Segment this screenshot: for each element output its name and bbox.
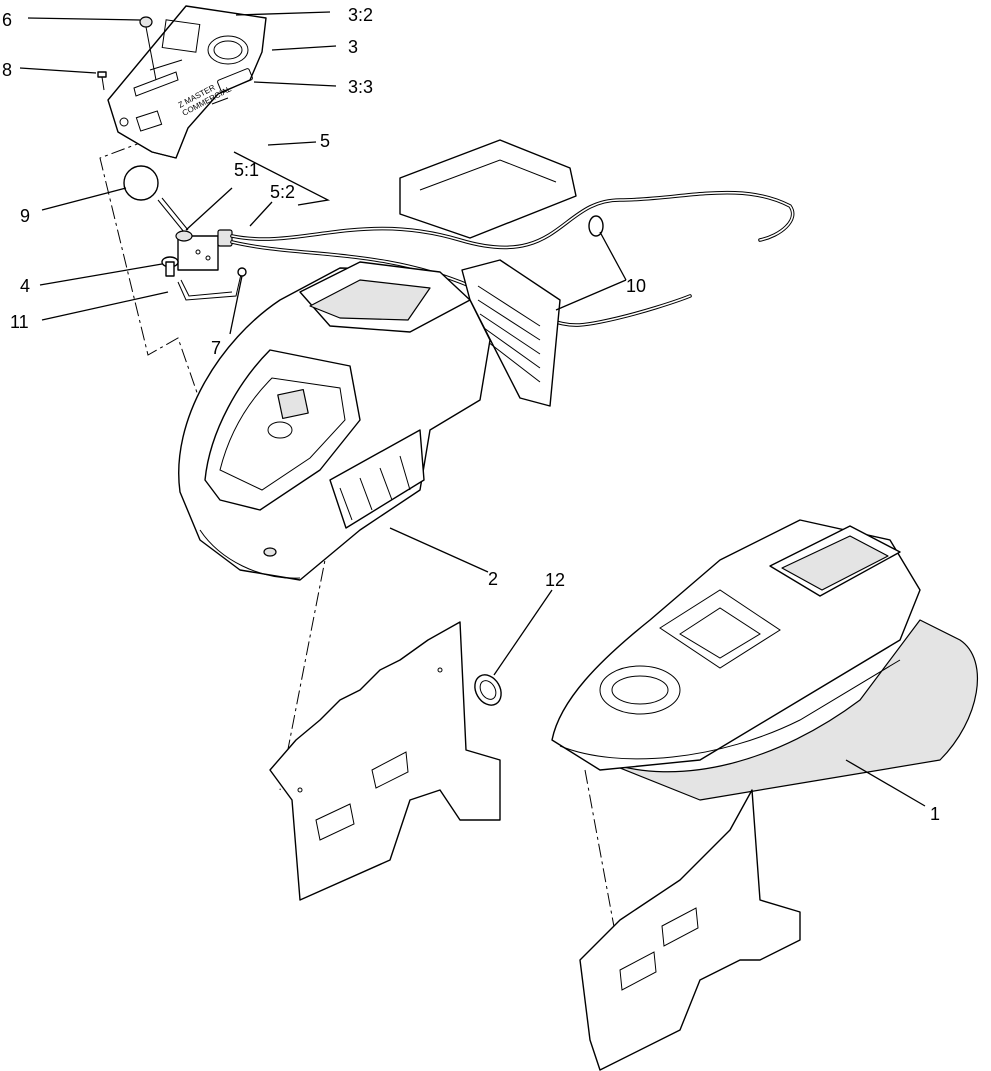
left-splash-panel xyxy=(269,621,501,901)
callout-1: 1 xyxy=(930,804,940,824)
callout-10: 10 xyxy=(626,276,646,296)
leader-lines xyxy=(19,11,926,807)
screw-8 xyxy=(97,71,107,91)
right-console-1 xyxy=(551,519,979,801)
callout-6: 6 xyxy=(2,10,12,30)
left-console-2 xyxy=(178,261,491,581)
callout-5-1: 5:1 xyxy=(234,160,259,180)
grommet-12 xyxy=(474,674,502,706)
callout-5: 5 xyxy=(320,131,330,151)
switch-bracket xyxy=(161,229,247,301)
callout-8: 8 xyxy=(2,60,12,80)
callout-7: 7 xyxy=(211,338,221,358)
rear-bracket xyxy=(399,139,577,407)
callout-3-2: 3:2 xyxy=(348,5,373,25)
callout-labels: 6 3:2 3 8 3:3 5 5:1 5:2 9 4 10 11 7 2 12… xyxy=(2,5,940,824)
control-panel: Z MASTER COMMERCIAL xyxy=(107,5,267,159)
ball-knob-9 xyxy=(123,165,189,233)
callout-12: 12 xyxy=(545,570,565,590)
callout-4: 4 xyxy=(20,276,30,296)
callout-5-2: 5:2 xyxy=(270,182,295,202)
callout-9: 9 xyxy=(20,206,30,226)
knob-6 xyxy=(139,16,157,81)
callout-2: 2 xyxy=(488,569,498,589)
callout-3: 3 xyxy=(348,37,358,57)
callout-3-3: 3:3 xyxy=(348,77,373,97)
right-splash-panel xyxy=(579,789,801,1071)
callout-11: 11 xyxy=(10,312,29,332)
